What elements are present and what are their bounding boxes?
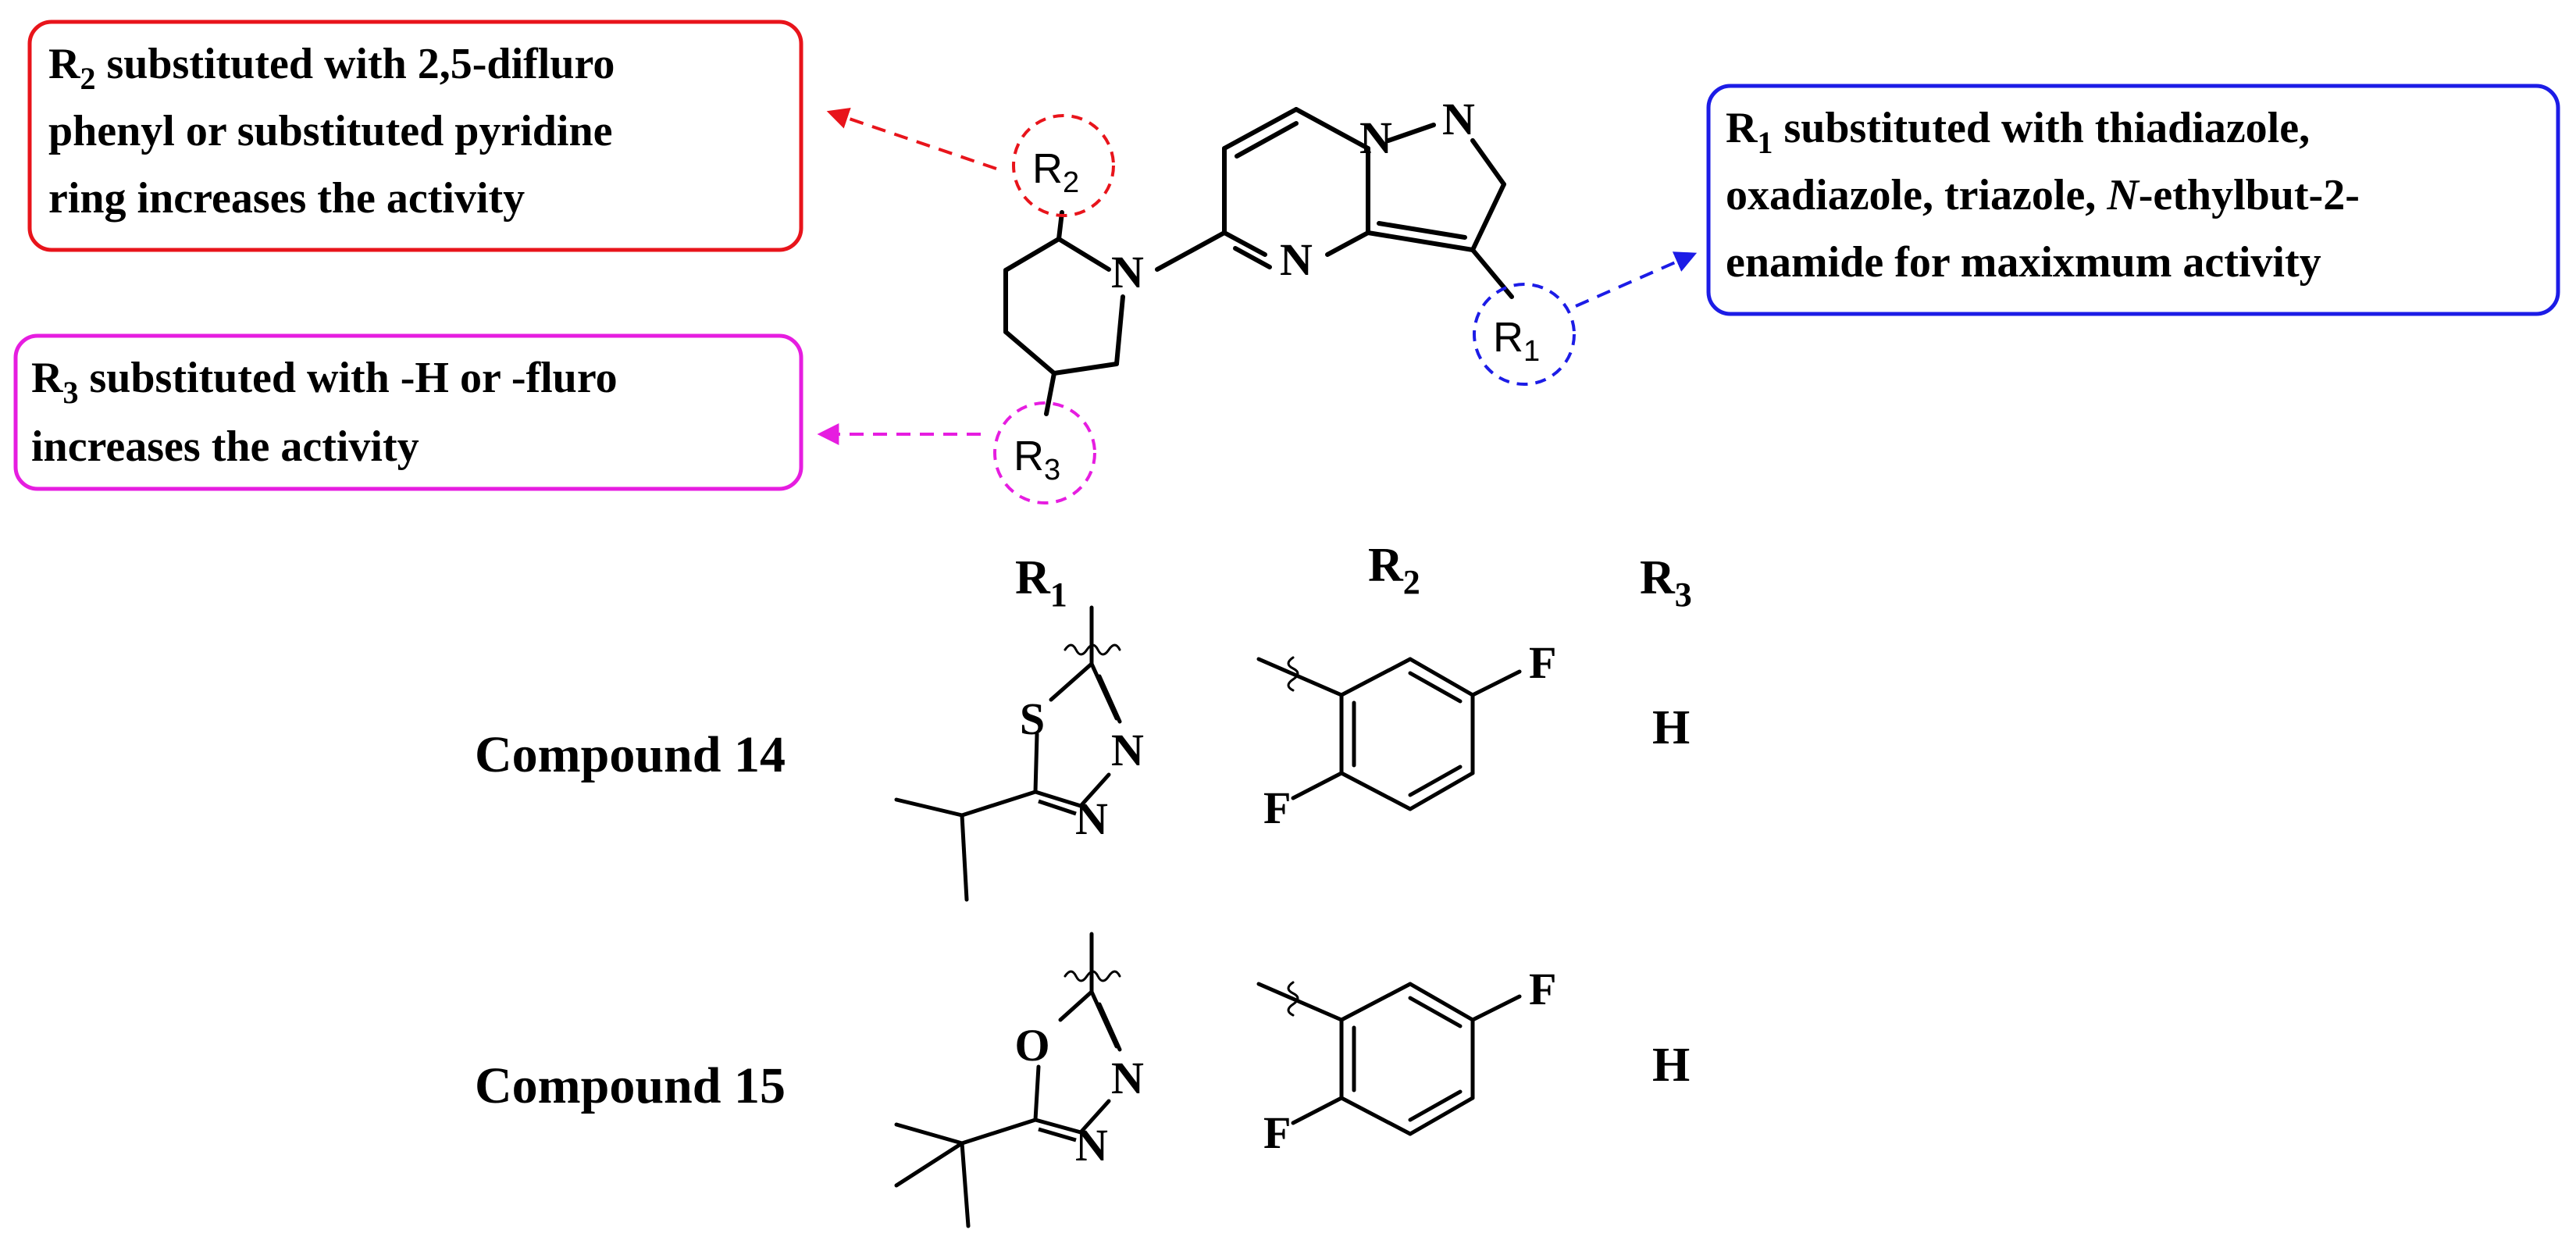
compound-15-label: Compound 15 (475, 1057, 786, 1114)
compound-14-n-atom-2: N (1075, 793, 1108, 844)
pyrrolidine-n-atom: N (1111, 247, 1144, 298)
r2-substituent: R2 (1012, 114, 1115, 217)
header-r1: R1 (1015, 551, 1067, 614)
r3-substituent: R3 (993, 401, 1096, 504)
pyrazole-n-atom: N (1442, 94, 1475, 144)
compound-14-r1-thiadiazole (894, 605, 1122, 902)
r1-box-line-3: enamide for maxixmum activity (1726, 238, 2321, 287)
svg-text:R2: R2 (1032, 145, 1079, 199)
header-r2: R2 (1368, 539, 1420, 601)
compound-15-o-atom: O (1014, 1020, 1049, 1071)
compound-14-f-atom-2: F (1263, 782, 1291, 833)
scaffold-structure (1003, 107, 1514, 416)
r3-annotation-box: R3 substituted with -H or -fluro increas… (13, 333, 803, 491)
pyrimidine-n-atom: N (1280, 234, 1313, 285)
compound-14-r3-value: H (1652, 701, 1690, 754)
compound-15-n-atom-1: N (1111, 1053, 1144, 1103)
header-r3: R3 (1640, 551, 1692, 614)
compound-14-s-atom: S (1020, 693, 1045, 744)
compound-15-n-atom-2: N (1075, 1120, 1108, 1171)
r2-dashed-arrow (826, 107, 997, 170)
r1-annotation-box: R1 substituted with thiadiazole, oxadiaz… (1706, 84, 2560, 316)
compound-15-f-atom-1: F (1529, 964, 1556, 1014)
r1-substituent: R1 (1473, 283, 1576, 386)
r1-box-line-1: R1 substituted with thiadiazole, (1726, 104, 2310, 160)
svg-text:R3: R3 (1014, 433, 1060, 487)
r3-box-line-2: increases the activity (31, 422, 419, 471)
compound-15-double-bond (1038, 1127, 1077, 1142)
compound-15-f-atom-2: F (1263, 1107, 1291, 1158)
compound-15-r3-value: H (1652, 1039, 1690, 1092)
r2-annotation-box: R2 substituted with 2,5-difluro phenyl o… (27, 20, 803, 252)
compound-14-n-atom-1: N (1111, 725, 1144, 775)
compound-15-r1-oxadiazole (894, 932, 1122, 1228)
compound-14-r2-difluorophenyl (1256, 656, 1522, 811)
bridgehead-n-atom: N (1359, 112, 1392, 163)
compound-14-label: Compound 14 (475, 726, 786, 783)
compound-15-r2-difluorophenyl (1256, 981, 1522, 1136)
compound-14-double-bond (1038, 799, 1077, 816)
r2-box-line-3: ring increases the activity (48, 174, 525, 223)
r2-box-line-2: phenyl or substituted pyridine (48, 107, 612, 155)
svg-text:R1: R1 (1493, 314, 1540, 368)
r2-box-line-1: R2 substituted with 2,5-difluro (48, 40, 615, 96)
compound-14-f-atom-1: F (1529, 637, 1556, 688)
r1-box-line-2: oxadiazole, triazole, N-ethylbut-2- (1726, 171, 2360, 219)
r3-box-line-1: R3 substituted with -H or -fluro (31, 354, 618, 410)
r1-dashed-arrow (1575, 251, 1698, 308)
